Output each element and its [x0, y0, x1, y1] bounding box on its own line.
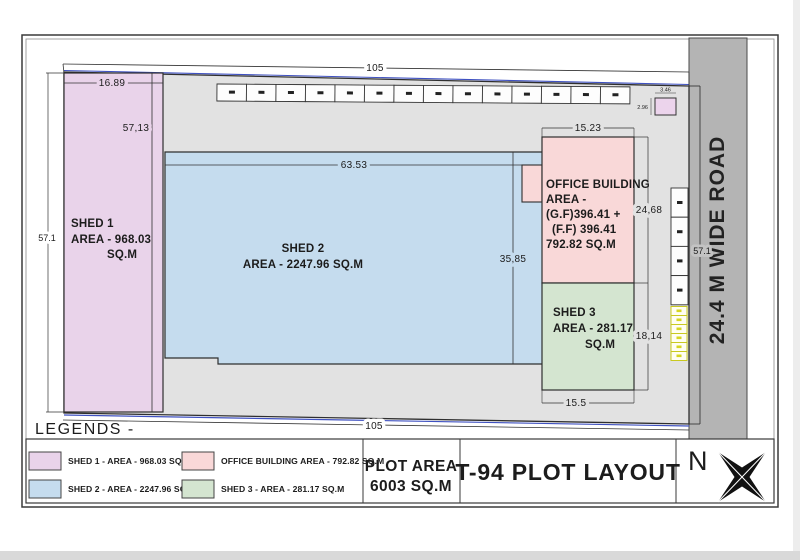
svg-text:OFFICE BUILDING: OFFICE BUILDING [546, 179, 650, 191]
svg-text:AREA -: AREA - [546, 194, 586, 206]
dim-shed2-width: 63.53 [341, 160, 368, 171]
page-edge-bottom [0, 551, 800, 560]
plot-area-line1: PLOT AREA [365, 458, 458, 475]
shed1-label: SHED 1 AREA - 968.03 SQ.M [71, 218, 151, 261]
dim-shed3-height: 18,14 [636, 331, 663, 342]
north-arrow: N [688, 446, 767, 503]
legend-swatch-shed3 [181, 479, 215, 499]
dim-right-height: 57.1 [689, 85, 714, 425]
svg-text:SQ.M: SQ.M [107, 249, 137, 261]
legend-label-shed3: SHED 3 - AREA - 281.17 SQ.M [221, 484, 344, 494]
legend-swatch-shed2 [28, 479, 62, 499]
svg-text:57.1: 57.1 [693, 246, 711, 256]
svg-text:105: 105 [365, 421, 383, 432]
sheet-title: T-94 PLOT LAYOUT [455, 459, 680, 485]
boundary-accent-bottom [63, 414, 690, 427]
office-building-shape: 15.23 OFFICE BUILDING AREA - (G.F)396.41… [521, 120, 650, 284]
office-label: OFFICE BUILDING AREA - (G.F)396.41 + (F.… [546, 179, 650, 251]
legend: SHED 1 - AREA - 968.03 SQ.M SHED 2 - ARE… [28, 451, 384, 499]
svg-text:SHED 1: SHED 1 [71, 218, 114, 230]
dim-kiosk-width: 3.46 [660, 88, 671, 94]
svg-text:792.82 SQ.M: 792.82 SQ.M [546, 239, 616, 251]
road-label: 24.4 M WIDE ROAD [706, 136, 729, 345]
dim-shed3-width: 15.5 [566, 398, 587, 409]
dim-top-width: 105 [62, 60, 690, 87]
parking-row-top [216, 83, 631, 105]
parking-column-right [670, 187, 689, 306]
kiosk-shape: 3.46 2.96 [637, 88, 677, 116]
plot-area-box: PLOT AREA 6003 SQ.M [365, 458, 458, 495]
legend-label-office: OFFICE BUILDING AREA - 792.82 SQ.M [221, 456, 384, 466]
shed2-label: SHED 2 AREA - 2247.96 SQ.M [243, 243, 363, 271]
dim-office-width: 15.23 [575, 123, 602, 134]
svg-text:SQ.M: SQ.M [585, 339, 615, 351]
shed3-shape: SHED 3 AREA - 281.17 SQ.M 15.5 [541, 282, 635, 413]
shed3-label: SHED 3 AREA - 281.17 SQ.M [553, 307, 633, 351]
dim-shed1-width: 16.89 [99, 78, 126, 89]
compass-star-icon [717, 451, 767, 503]
legend-label-shed1: SHED 1 - AREA - 968.03 SQ.M [68, 456, 191, 466]
svg-text:(G.F)396.41 +: (G.F)396.41 + [546, 209, 621, 221]
legend-swatch-shed1 [28, 451, 62, 471]
north-label: N [688, 446, 708, 476]
svg-text:(F.F) 396.41: (F.F) 396.41 [552, 224, 617, 236]
road-band: 24.4 M WIDE ROAD [688, 37, 748, 440]
legend-label-shed2: SHED 2 - AREA - 2247.96 SQ.M [68, 484, 196, 494]
svg-text:AREA - 968.03: AREA - 968.03 [71, 234, 151, 246]
svg-text:AREA - 281.17: AREA - 281.17 [553, 323, 633, 335]
parking-column-yellow [670, 306, 688, 361]
svg-text:SHED 3: SHED 3 [553, 307, 596, 319]
shed1-shape: 16.89 57,13 SHED 1 AREA - 968.03 SQ.M [63, 72, 164, 413]
dim-shed1-height: 57,13 [123, 123, 150, 134]
dim-shed2-height: 35,85 [500, 254, 527, 265]
svg-text:105: 105 [366, 63, 384, 74]
shed2-shape: 63.53 35,85 SHED 2 AREA - 2247.96 SQ.M [164, 151, 544, 365]
svg-text:AREA - 2247.96 SQ.M: AREA - 2247.96 SQ.M [243, 259, 363, 271]
dim-office-shed3-heights: 24,68 18,14 [632, 136, 666, 391]
dim-office-height: 24,68 [636, 205, 663, 216]
boundary-accent-top [63, 69, 690, 86]
dim-left-height: 57.1 [35, 72, 64, 413]
legends-heading: LEGENDS - [35, 421, 135, 438]
page-edge-right [793, 0, 800, 560]
svg-text:57.1: 57.1 [38, 233, 56, 243]
plot-area-line2: 6003 SQ.M [370, 478, 452, 495]
svg-text:SHED 2: SHED 2 [282, 243, 325, 255]
legend-swatch-office [181, 451, 215, 471]
dim-bottom-width: 105 [62, 418, 690, 436]
dim-kiosk-height: 2.96 [637, 105, 648, 111]
title-block: SHED 1 - AREA - 968.03 SQ.M SHED 2 - ARE… [25, 438, 775, 504]
